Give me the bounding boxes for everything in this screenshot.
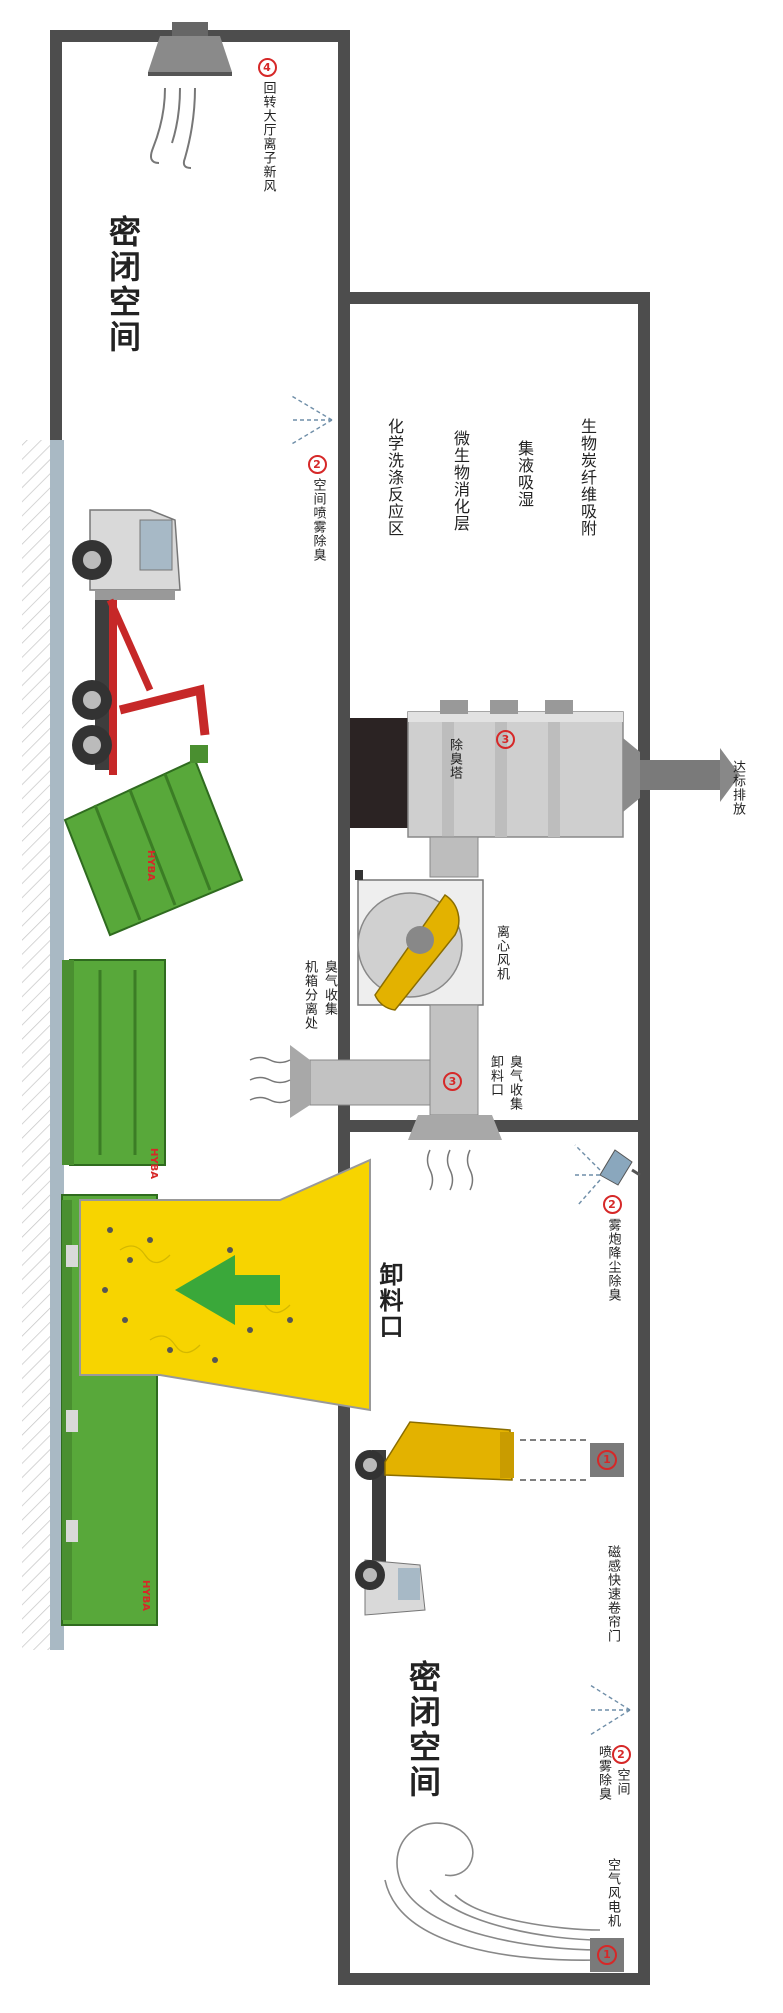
marker-4: 4 (258, 58, 277, 77)
green-container-upper (62, 959, 166, 1166)
exhaust-stack (640, 760, 720, 790)
deodorization-tower (350, 700, 740, 878)
micro-layer-label: 微生物消化层 (451, 430, 470, 532)
liquid-absorb-label: 集液吸湿 (515, 440, 534, 508)
centrifugal-fan-label: 离心风机 (494, 925, 509, 981)
wall-right-top (338, 292, 650, 304)
brand-logo-1: HYBA (145, 850, 156, 881)
fresh-air-icon (150, 87, 196, 169)
marker-1-door: 1 (597, 1450, 617, 1470)
odor-collect-label-2: 机箱分离处 (302, 960, 317, 1030)
chem-wash-label: 化学洗涤反应区 (385, 418, 404, 537)
marker-3-pipe: 3 (443, 1072, 462, 1091)
brand-logo-3: HYBA (140, 1580, 151, 1611)
air-motor-box: 1 (590, 1938, 624, 1972)
emission-label: 达标排放 (730, 760, 745, 816)
wall-left-side (50, 30, 62, 440)
unloading-hopper (79, 1158, 371, 1412)
flow-arrow (175, 1255, 280, 1325)
wall-bottom (338, 1973, 650, 1985)
spray-space-bottom-text-1: 空间 (614, 1768, 630, 1796)
marker-2-top: 2 (308, 455, 327, 474)
unload-collect-label-2: 卸料口 (488, 1055, 503, 1097)
wall-right-side (638, 292, 650, 1985)
wall-divider (338, 30, 350, 1985)
odor-waves-left (249, 1056, 291, 1104)
centrifugal-fan (355, 870, 484, 1011)
air-curtain-label: 空气风电机 (605, 1858, 620, 1928)
spray-lines-top (289, 394, 333, 446)
marker-2-bottom: 2 (612, 1745, 631, 1764)
revolving-hall-label: 4 回转大厅离子新风 (258, 58, 278, 193)
spray-space-bottom-label-2: 喷雾除臭 (596, 1745, 611, 1801)
fog-cannon-text: 雾炮降尘除臭 (605, 1218, 621, 1302)
spray-space-top-text: 空间喷雾除臭 (310, 478, 326, 562)
marker-1-motor: 1 (597, 1945, 617, 1965)
marker-2-fog: 2 (603, 1195, 622, 1214)
odor-waves-bottom (426, 1149, 474, 1191)
enclosed-space-label-top: 密闭空间 (104, 215, 142, 355)
ground-strip (50, 440, 64, 1650)
odor-collection-pipe (290, 1004, 502, 1140)
ground-hatch (22, 440, 50, 1650)
exhaust-arrow (720, 748, 740, 802)
small-dump-truck (355, 1421, 514, 1616)
spray-lines-bottom (589, 1684, 631, 1736)
air-curtain-swirl (384, 1822, 601, 1961)
spray-space-bottom-label-1: 2 空间 (612, 1745, 632, 1796)
spray-space-top-label: 2 空间喷雾除臭 (308, 455, 328, 562)
brand-logo-2: HYBA (148, 1148, 159, 1179)
magnetic-door-label: 磁感快速卷帘门 (605, 1545, 620, 1643)
revolving-hall-text: 回转大厅离子新风 (260, 81, 276, 193)
ceiling-vent (148, 22, 232, 76)
unload-port-label: 卸料口 (375, 1262, 403, 1340)
marker-3-tower: 3 (496, 730, 515, 749)
door-sensor-box: 1 (590, 1443, 624, 1477)
fog-cannon (574, 1144, 641, 1206)
enclosed-space-label-bottom: 密闭空间 (404, 1660, 442, 1800)
fog-cannon-label: 2 雾炮降尘除臭 (603, 1195, 623, 1302)
odor-collect-label-1: 臭气收集 (322, 960, 337, 1016)
collection-truck (63, 509, 244, 937)
unload-collect-label-1: 臭气收集 (507, 1055, 522, 1111)
bio-carbon-label: 生物炭纤维吸附 (578, 418, 597, 537)
door-beam-lines (520, 1439, 590, 1481)
deodor-tower-label: 除臭塔 (447, 738, 462, 780)
